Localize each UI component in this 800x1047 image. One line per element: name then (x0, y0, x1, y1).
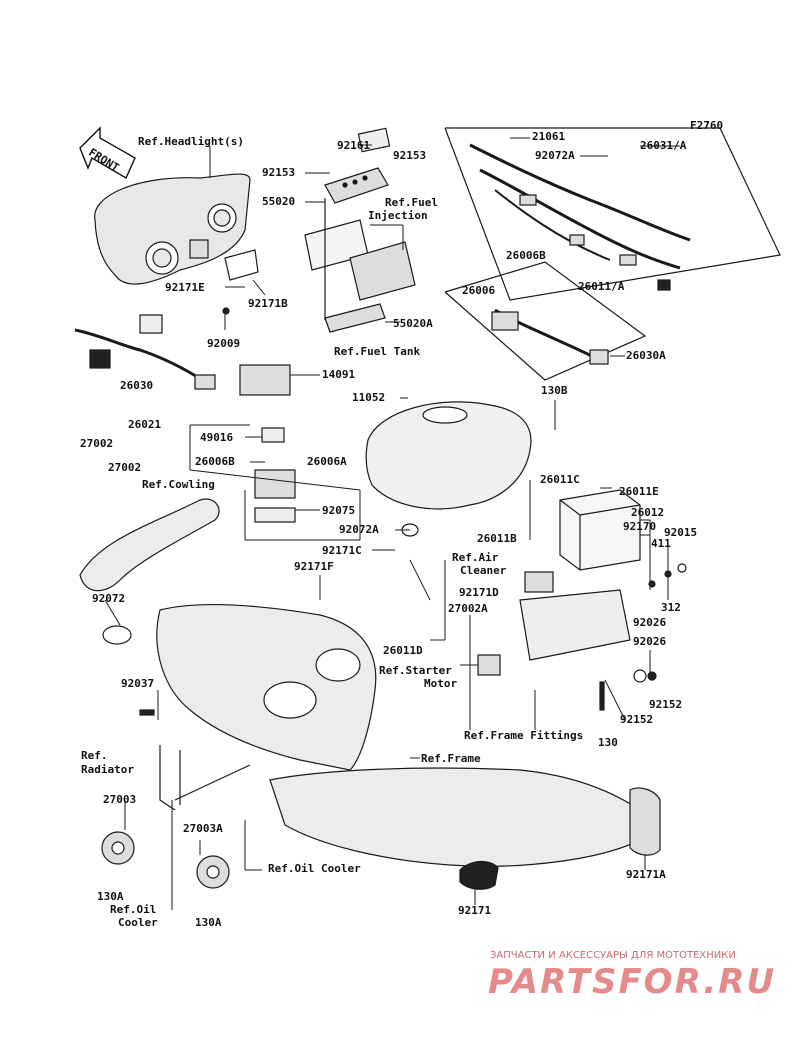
part-26011d: 26011D (383, 644, 423, 657)
clamp-ring (102, 625, 132, 645)
ref-headlight-label: Ref.Headlight(s) (138, 135, 244, 148)
ref-fuel-injection-1: Ref.Fuel (385, 196, 438, 209)
horns (101, 831, 230, 889)
part-26006b: 26006B (195, 455, 235, 468)
part-27002-a: 27002 (80, 437, 114, 450)
harness-box (444, 127, 781, 381)
part-92171: 92171 (458, 904, 492, 917)
diagram-id: F2760 (690, 119, 724, 132)
ref-starter-2: Motor (424, 677, 458, 690)
fuel-tank (365, 401, 532, 510)
part-411: 411 (651, 537, 671, 550)
radiator-brackets (159, 745, 251, 811)
part-55020a: 55020A (393, 317, 433, 330)
part-92170: 92170 (623, 520, 657, 533)
battery (559, 489, 641, 571)
part-92075: 92075 (322, 504, 356, 517)
ref-radiator-1: Ref. (81, 749, 108, 762)
part-49016: 49016 (200, 431, 234, 444)
part-26021: 26021 (128, 418, 162, 431)
part-26011a: 26011/A (578, 280, 625, 293)
part-92171f: 92171F (294, 560, 334, 573)
part-130b: 130B (541, 384, 568, 397)
ref-fuel-tank-label: Ref.Fuel Tank (334, 345, 421, 358)
battery-case (477, 571, 631, 676)
part-11052: 11052 (352, 391, 386, 404)
part-92037: 92037 (121, 677, 155, 690)
part-92152-b: 92152 (620, 713, 654, 726)
ref-air-cleaner-1: Ref.Air (452, 551, 499, 564)
part-92072a-top: 92072A (535, 149, 575, 162)
relay-block (239, 364, 296, 523)
part-26006a: 26006A (307, 455, 347, 468)
part-26031a: 26031/A (640, 139, 687, 152)
part-26011b: 26011B (477, 532, 517, 545)
part-92026-b: 92026 (633, 635, 667, 648)
ref-fuel-injection-2: Injection (368, 209, 428, 222)
part-92171a: 92171A (626, 868, 666, 881)
part-92072: 92072 (92, 592, 126, 605)
part-14091: 14091 (322, 368, 356, 381)
ref-frame-label: Ref.Frame (421, 752, 481, 765)
part-26006b-top: 26006B (506, 249, 546, 262)
ref-air-cleaner-2: Cleaner (460, 564, 507, 577)
part-26030a: 26030A (626, 349, 666, 362)
ref-starter-1: Ref.Starter (379, 664, 452, 677)
part-130: 130 (598, 736, 618, 749)
part-27002-b: 27002 (108, 461, 142, 474)
ref-oil-cooler-2-2: Cooler (118, 916, 158, 929)
ref-oil-cooler-label: Ref.Oil Cooler (268, 862, 361, 875)
part-92072a-mid: 92072A (339, 523, 379, 536)
part-26011c: 26011C (540, 473, 580, 486)
part-312: 312 (661, 601, 681, 614)
watermark-logo[interactable]: PARTSFOR.RU (488, 962, 777, 1002)
part-55020: 55020 (262, 195, 296, 208)
ecu-group (304, 127, 416, 333)
main-frame (79, 498, 661, 890)
part-26012: 26012 (631, 506, 665, 519)
part-92009: 92009 (207, 337, 241, 350)
ref-cowling-label: Ref.Cowling (142, 478, 215, 491)
part-27002a: 27002A (448, 602, 488, 615)
ref-radiator-2: Radiator (81, 763, 134, 776)
part-130a-b: 130A (195, 916, 222, 929)
part-92015: 92015 (664, 526, 698, 539)
watermark-caption: ЗАПЧАСТИ И АКСЕССУАРЫ ДЛЯ МОТОТЕХНИКИ (490, 950, 736, 961)
part-26006: 26006 (462, 284, 496, 297)
part-92153-a: 92153 (262, 166, 296, 179)
ref-oil-cooler-2-1: Ref.Oil (110, 903, 157, 916)
part-92026-a: 92026 (633, 616, 667, 629)
part-92153-b: 92153 (393, 149, 427, 162)
part-92161: 92161 (337, 139, 371, 152)
ref-frame-fittings-label: Ref.Frame Fittings (464, 729, 584, 742)
front-arrow-icon: FRONT (79, 126, 136, 179)
part-92171d: 92171D (459, 586, 499, 599)
part-92171b: 92171B (248, 297, 288, 310)
sub-harness-26030 (74, 314, 216, 390)
part-92171e: 92171E (165, 281, 205, 294)
part-27003: 27003 (103, 793, 137, 806)
hardware-bits (139, 307, 687, 716)
part-130a-a: 130A (97, 890, 124, 903)
part-92152-a: 92152 (649, 698, 683, 711)
part-26011e: 26011E (619, 485, 659, 498)
part-21061: 21061 (532, 130, 566, 143)
clamp-ring-92072a (401, 523, 419, 537)
headlight-assembly (94, 173, 259, 285)
part-26030: 26030 (120, 379, 154, 392)
part-27003a: 27003A (183, 822, 223, 835)
part-92171c: 92171C (322, 544, 362, 557)
